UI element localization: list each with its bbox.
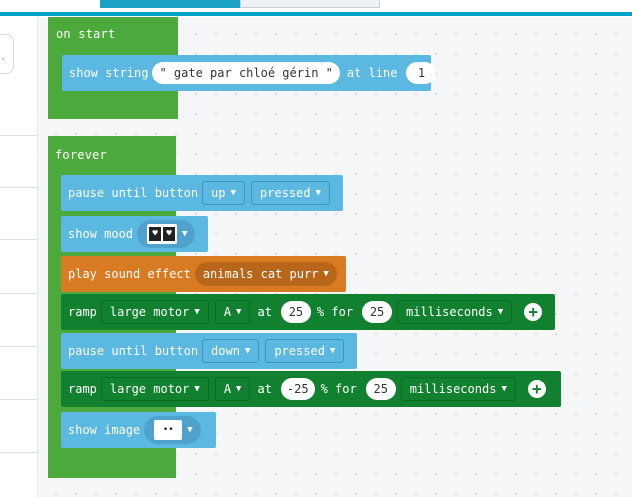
top-toolbar: [0, 0, 632, 17]
button-value: down: [211, 344, 240, 358]
motor-value: large motor: [109, 305, 190, 319]
at-line-label: at line: [346, 66, 398, 80]
collapse-icon: ‹: [1, 55, 6, 63]
side-panel-tab[interactable]: ‹: [0, 34, 14, 74]
show-string-block[interactable]: show string " gate par chloé gérin " at …: [62, 55, 437, 91]
speed-field[interactable]: 25: [280, 301, 311, 323]
chevron-down-icon: ▼: [236, 384, 242, 394]
ramp-motor-block-2[interactable]: ramp large motor▼ A▼ at -25 % for 25 mil…: [61, 371, 561, 407]
show-mood-label: show mood: [68, 227, 134, 241]
editor-tab-active[interactable]: [100, 0, 240, 8]
image-dropdown[interactable]: •• ▼: [144, 416, 201, 444]
chevron-down-icon: ▼: [187, 425, 193, 435]
on-start-label: on start: [56, 27, 116, 41]
chevron-down-icon: ▼: [323, 269, 329, 279]
motor-value: large motor: [109, 382, 190, 396]
button-dropdown[interactable]: down ▼: [202, 339, 260, 363]
chevron-down-icon: ▼: [315, 188, 321, 198]
at-label: at: [257, 382, 272, 396]
chevron-down-icon: ▼: [501, 384, 507, 394]
plus-icon[interactable]: +: [527, 380, 546, 398]
panel-divider: [0, 187, 38, 188]
sound-effect-dropdown[interactable]: animals cat purr ▼: [194, 262, 337, 286]
editor-tab-inactive[interactable]: [240, 0, 380, 8]
unit-dropdown[interactable]: milliseconds ▼: [397, 300, 513, 324]
line-number-field[interactable]: 1: [406, 62, 437, 84]
button-value: up: [211, 186, 226, 200]
forever-label: forever: [55, 148, 107, 162]
panel-divider: [0, 293, 38, 294]
chevron-down-icon: ▼: [182, 229, 188, 239]
motor-dropdown[interactable]: large motor ▼: [100, 300, 209, 324]
pause-until-button-block[interactable]: pause until button up ▼ pressed ▼: [61, 175, 343, 211]
button-dropdown[interactable]: up ▼: [202, 181, 245, 205]
chevron-down-icon: ▼: [230, 188, 236, 198]
panel-divider: [0, 452, 38, 453]
ramp-label: ramp: [68, 305, 97, 319]
port-value: A: [223, 382, 232, 396]
show-string-label: show string: [69, 66, 149, 80]
chevron-down-icon: ▼: [497, 307, 504, 317]
string-value-field[interactable]: " gate par chloé gérin ": [152, 62, 340, 84]
state-value: pressed: [274, 344, 325, 358]
state-dropdown[interactable]: pressed ▼: [265, 339, 345, 363]
panel-divider: [0, 135, 38, 136]
state-value: pressed: [259, 186, 311, 200]
mood-dropdown[interactable]: ♥♥ ▼: [137, 220, 196, 248]
panel-divider: [0, 239, 38, 240]
panel-divider: [0, 399, 38, 400]
unit-dropdown[interactable]: milliseconds ▼: [400, 377, 516, 401]
pause-until-button-block-2[interactable]: pause until button down ▼ pressed ▼: [61, 333, 357, 369]
chevron-down-icon: ▼: [194, 307, 200, 317]
unit-value: milliseconds: [409, 382, 497, 396]
speed-field[interactable]: -25: [280, 378, 315, 400]
duration-field[interactable]: 25: [362, 301, 393, 323]
panel-divider: [0, 346, 38, 347]
chevron-down-icon: ▼: [244, 346, 251, 356]
port-dropdown[interactable]: A▼: [214, 300, 251, 324]
state-dropdown[interactable]: pressed ▼: [250, 181, 330, 205]
sad-face-image-icon: ••: [154, 420, 183, 440]
play-sound-label: play sound effect: [68, 267, 191, 281]
chevron-down-icon: ▼: [194, 384, 200, 394]
percent-for-label: % for: [320, 382, 357, 396]
heart-eyes-mood-icon: ♥♥: [147, 224, 178, 244]
pause-until-label: pause until button: [68, 344, 199, 358]
chevron-down-icon: ▼: [236, 307, 242, 317]
ramp-label: ramp: [68, 382, 97, 396]
play-sound-effect-block[interactable]: play sound effect animals cat purr ▼: [61, 256, 346, 292]
at-label: at: [257, 305, 272, 319]
show-mood-block[interactable]: show mood ♥♥ ▼: [61, 216, 208, 252]
show-image-block[interactable]: show image •• ▼: [61, 412, 216, 448]
ramp-motor-block[interactable]: ramp large motor▼ A▼ at 25 % for 25 mill…: [61, 294, 555, 330]
chevron-down-icon: ▼: [329, 346, 336, 356]
motor-dropdown[interactable]: large motor ▼: [100, 377, 209, 401]
percent-for-label: % for: [316, 305, 354, 319]
pause-until-label: pause until button: [68, 186, 199, 200]
show-image-label: show image: [68, 423, 141, 437]
duration-field[interactable]: 25: [365, 378, 396, 400]
accent-bar: [0, 12, 632, 16]
unit-value: milliseconds: [406, 305, 493, 319]
plus-icon[interactable]: +: [524, 303, 543, 321]
port-value: A: [223, 305, 232, 319]
side-panel: ‹: [0, 17, 38, 497]
sound-effect-value: animals cat purr: [202, 267, 319, 281]
port-dropdown[interactable]: A▼: [214, 377, 251, 401]
